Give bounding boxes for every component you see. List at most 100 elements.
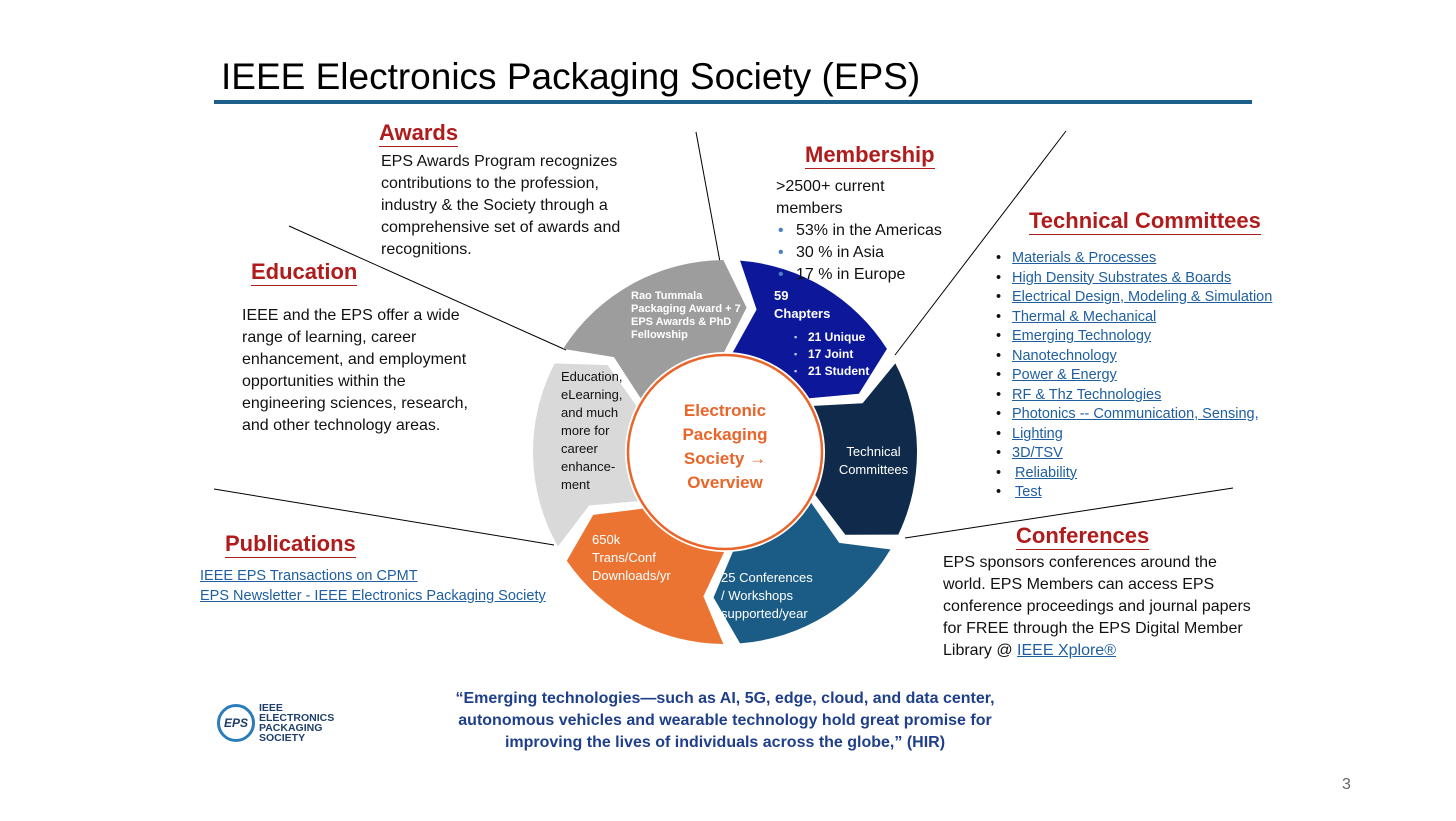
chapters-item: 21 Unique [794, 329, 869, 346]
conferences-text-line: EPS sponsors conferences around the [943, 554, 1217, 571]
membership-heading: Membership [805, 142, 935, 169]
ring-segment-publications [566, 508, 725, 644]
publications-links: IEEE EPS Transactions on CPMT EPS Newsle… [200, 566, 546, 606]
edu-segment-line: ment [561, 477, 590, 492]
membership-item: 17 % in Europe [776, 264, 942, 286]
tc-item: Materials & Processes [996, 249, 1272, 269]
tc-link-reliability[interactable]: Reliability [1015, 464, 1078, 481]
leader-line-awards [695, 131, 721, 263]
center-circle [626, 353, 824, 551]
tc-link-materials[interactable]: Materials & Processes [1012, 250, 1157, 266]
chapters-item: 21 Student [794, 363, 869, 380]
ring-segment-technical-committees [813, 363, 917, 535]
awards-segment-line: Rao Tummala [631, 290, 703, 302]
tc-link-photonics[interactable]: Photonics -- Communication, Sensing, [1012, 406, 1259, 422]
tc-link-thermal[interactable]: Thermal & Mechanical [1012, 308, 1157, 325]
tc-link-power[interactable]: Power & Energy [1012, 367, 1117, 383]
center-line: Electronic [683, 401, 767, 420]
center-line: Packaging [682, 425, 768, 444]
tc-link-nanotechnology[interactable]: Nanotechnology [1012, 347, 1117, 364]
tc-segment-label: Technical Committees [836, 443, 911, 479]
ring-segment-education [532, 363, 638, 547]
tc-item-continued: Lighting [996, 425, 1272, 445]
awards-segment-line: Fellowship [631, 329, 688, 341]
edu-segment-line: and much [561, 405, 619, 420]
awards-segment-label: Rao Tummala Packaging Award + 7 EPS Awar… [631, 290, 741, 342]
title-rule [214, 100, 1252, 104]
tc-item: Reliability [996, 464, 1272, 484]
conferences-text-line: Library @ IEEE Xplore® [943, 640, 1251, 662]
eps-logo-mark: EPS [217, 704, 255, 742]
center-line: Society → [683, 449, 767, 468]
page-title: IEEE Electronics Packaging Society (EPS) [221, 56, 921, 97]
education-text-line: and other technology areas. [242, 417, 441, 434]
education-text-line: enhancement, and employment [242, 351, 467, 368]
quote-line: “Emerging technologies—such as AI, 5G, e… [455, 690, 995, 707]
tc-item: Thermal & Mechanical [996, 308, 1272, 328]
pub-segment-line: Trans/Conf [592, 550, 656, 565]
tc-link-rf[interactable]: RF & Thz Technologies [1012, 386, 1162, 403]
chapters-list: 21 Unique 17 Joint 21 Student [794, 329, 869, 380]
page-number: 3 [1342, 776, 1351, 793]
pub-segment-line: 650k [592, 532, 621, 547]
tc-link-emerging[interactable]: Emerging Technology [1012, 328, 1152, 344]
leader-line-education [288, 225, 567, 351]
ieee-xplore-link[interactable]: IEEE Xplore® [1017, 642, 1116, 659]
tc-link-3d-tsv[interactable]: 3D/TSV [1012, 445, 1063, 461]
tc-link-substrates[interactable]: High Density Substrates & Boards [1012, 269, 1232, 286]
edu-segment-line: Education, [561, 369, 623, 384]
education-text: IEEE and the EPS offer a wide range of l… [242, 305, 468, 437]
tc-item: Electrical Design, Modeling & Simulation [996, 288, 1272, 308]
technical-committees-list: Materials & Processes High Density Subst… [996, 249, 1272, 503]
awards-segment-line: Packaging Award + 7 [631, 303, 741, 315]
chapters-count: 59 [774, 288, 789, 303]
eps-logo: EPS IEEE ELECTRONICS PACKAGING SOCIETY [217, 703, 334, 743]
membership-item: 53% in the Americas [776, 220, 942, 242]
edu-segment-line: eLearning, [561, 387, 623, 402]
membership-list: 53% in the Americas 30 % in Asia 17 % in… [776, 220, 942, 286]
education-text-line: engineering sciences, research, [242, 395, 468, 412]
conferences-heading: Conferences [1016, 523, 1150, 550]
eps-logo-line: PACKAGING [259, 722, 323, 734]
leader-line-publications [213, 488, 555, 546]
eps-logo-line: IEEE [259, 702, 283, 714]
chapters-segment-label: 59 Chapters 21 Unique 17 Joint 21 Studen… [774, 287, 869, 380]
conferences-text: EPS sponsors conferences around the worl… [943, 552, 1251, 662]
conferences-text-line: conference proceedings and journal paper… [943, 598, 1251, 615]
conf-segment-line: 25 Conferences [721, 570, 813, 585]
edu-segment-line: more for [561, 423, 610, 438]
education-heading: Education [251, 259, 358, 286]
chapters-label: Chapters [774, 306, 831, 321]
ring-segment-conferences [713, 502, 891, 644]
quote-line: autonomous vehicles and wearable technol… [458, 712, 992, 729]
awards-text-line: EPS Awards Program recognizes [381, 153, 618, 170]
education-text-line: IEEE and the EPS offer a wide [242, 307, 460, 324]
membership-text: >2500+ current members 53% in the Americ… [776, 176, 942, 286]
publication-link-cpmt[interactable]: IEEE EPS Transactions on CPMT [200, 568, 418, 584]
tc-link-test[interactable]: Test [1015, 484, 1042, 500]
membership-intro-line: members [776, 200, 843, 217]
awards-text-line: comprehensive set of awards and [381, 219, 621, 236]
membership-item: 30 % in Asia [776, 242, 942, 264]
center-label: Electronic Packaging Society → Overview [665, 399, 785, 495]
awards-heading: Awards [379, 120, 459, 147]
quote-line: improving the lives of individuals acros… [504, 734, 946, 751]
technical-committees-heading: Technical Committees [1029, 208, 1261, 235]
conf-segment-label: 25 Conferences / Workshops supported/yea… [721, 569, 813, 623]
quote: “Emerging technologies—such as AI, 5G, e… [420, 688, 1030, 754]
center-line: Overview [687, 473, 763, 492]
tc-item: 3D/TSV [996, 444, 1272, 464]
eps-logo-mark-text: EPS [223, 716, 248, 730]
edu-segment-label: Education, eLearning, and much more for … [561, 368, 622, 494]
education-text-line: range of learning, career [242, 329, 417, 346]
education-text-line: opportunities within the [242, 373, 406, 390]
conferences-text-line: for FREE through the EPS Digital Member [943, 620, 1243, 637]
chapters-item: 17 Joint [794, 346, 869, 363]
publication-link-newsletter[interactable]: EPS Newsletter - IEEE Electronics Packag… [200, 588, 546, 604]
tc-item: Test [996, 483, 1272, 503]
tc-segment-line: Committees [838, 462, 909, 477]
tc-link-electrical-design[interactable]: Electrical Design, Modeling & Simulation [1012, 289, 1273, 305]
awards-text-line: industry & the Society through a [381, 197, 608, 214]
tc-link-photonics-continued[interactable]: Lighting [1012, 425, 1063, 442]
awards-text-line: recognitions. [381, 241, 472, 258]
